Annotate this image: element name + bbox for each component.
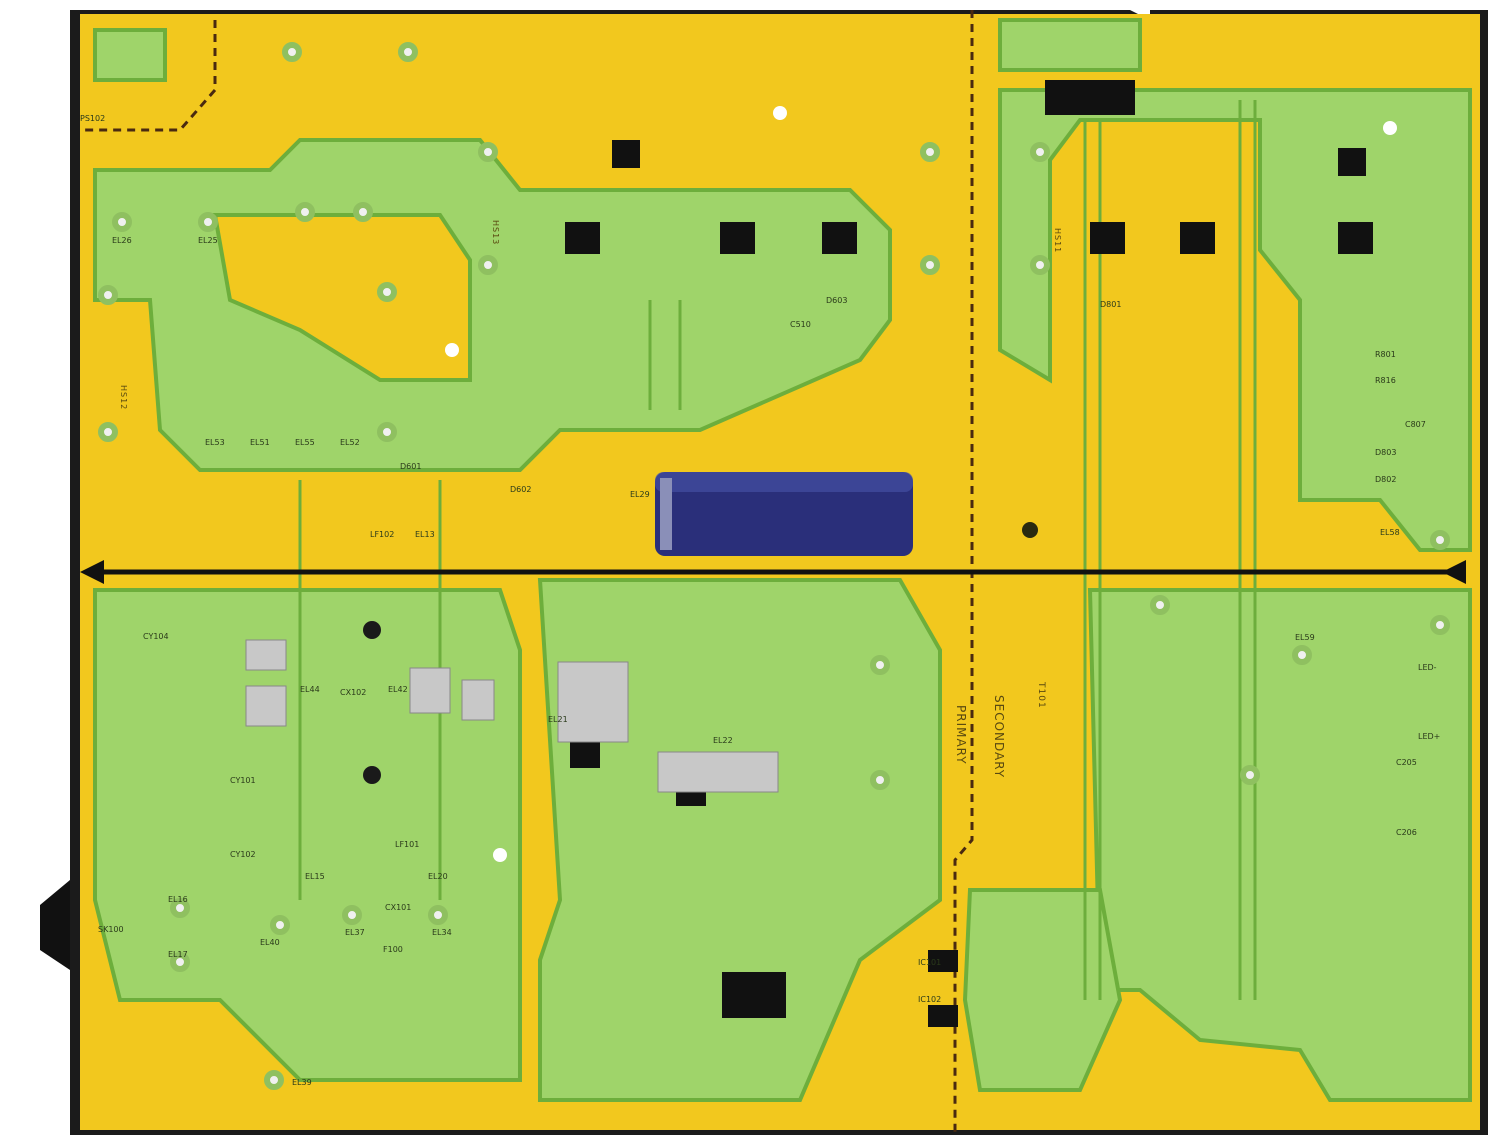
component-label: EL20 (428, 872, 448, 881)
component-label: CY102 (230, 850, 256, 859)
arrow-left (80, 560, 104, 584)
ics (565, 80, 1373, 1027)
component-label: EL16 (168, 895, 188, 904)
component-label: EL55 (295, 438, 315, 447)
component-label: IC102 (918, 995, 942, 1004)
component-label: EL21 (548, 715, 568, 724)
component-label: LF102 (370, 530, 395, 539)
component-label: CY104 (143, 632, 169, 641)
copper-region (998, 18, 1142, 72)
mosfet (1338, 222, 1373, 254)
secondary-label: SECONDARY (992, 695, 1006, 779)
isolation-line (953, 10, 974, 1135)
component-label: EL44 (300, 685, 320, 694)
mosfet (1180, 222, 1215, 254)
component-label: C807 (1405, 420, 1426, 429)
component-label: F100 (383, 945, 403, 954)
component-label: IC101 (918, 958, 942, 967)
component-label: C510 (790, 320, 811, 329)
component-label: EL53 (205, 438, 225, 447)
component-label: EL26 (112, 236, 132, 245)
transformer-label: T101 (1036, 682, 1046, 709)
mosfet (1090, 222, 1125, 254)
connector (1045, 80, 1135, 115)
component-label: HS12 (119, 385, 128, 411)
electrolytic-capacitor (655, 472, 913, 556)
component-label: EL17 (168, 950, 188, 959)
component-label: EL42 (388, 685, 408, 694)
component-label: CX102 (340, 688, 367, 697)
component-label: EL37 (345, 928, 365, 937)
pads (98, 42, 1450, 1090)
component-label: D801 (1100, 300, 1122, 309)
optocoupler (928, 950, 958, 972)
component-label: EL13 (415, 530, 435, 539)
component-label: EL29 (630, 490, 650, 499)
component-label: D803 (1375, 448, 1397, 457)
copper-region (998, 88, 1472, 552)
copper-region (212, 213, 472, 382)
component-label: PS102 (80, 114, 106, 123)
component-label: CX101 (385, 903, 412, 912)
component-label: C206 (1396, 828, 1417, 837)
component-label: SK100 (98, 925, 124, 934)
mosfet (822, 222, 857, 254)
component-label: D602 (510, 485, 532, 494)
component-label: C205 (1396, 758, 1417, 767)
component-label: HS11 (1053, 228, 1062, 254)
component-label: EL52 (340, 438, 360, 447)
component-label: D802 (1375, 475, 1397, 484)
component-label: EL59 (1295, 633, 1315, 642)
ic (612, 140, 640, 168)
component-label: EL15 (305, 872, 325, 881)
transistor (570, 738, 600, 768)
component-label: D601 (400, 462, 422, 471)
ic (1338, 148, 1366, 176)
component-label: LF101 (395, 840, 420, 849)
component-label: D603 (826, 296, 848, 305)
optocoupler (928, 1005, 958, 1027)
component-label: HS13 (491, 220, 500, 246)
ac-inlet (40, 880, 70, 970)
component-label: EL39 (292, 1078, 312, 1087)
component-label: EL22 (713, 736, 733, 745)
mosfet (565, 222, 600, 254)
component-label: EL34 (432, 928, 452, 937)
component-label: R816 (1375, 376, 1396, 385)
mosfet (720, 222, 755, 254)
component-label: EL40 (260, 938, 280, 947)
controller-ic (722, 972, 786, 1018)
arrow-right (1442, 560, 1466, 584)
copper-region (537, 578, 942, 1102)
component-label: LED- (1418, 663, 1437, 672)
component-label: EL58 (1380, 528, 1400, 537)
component-label: EL51 (250, 438, 270, 447)
copper-region (93, 28, 167, 82)
component-label: EL25 (198, 236, 218, 245)
component-label: CY101 (230, 776, 256, 785)
component-label: R801 (1375, 350, 1396, 359)
primary-label: PRIMARY (954, 705, 968, 765)
component-label: LED+ (1418, 732, 1441, 741)
